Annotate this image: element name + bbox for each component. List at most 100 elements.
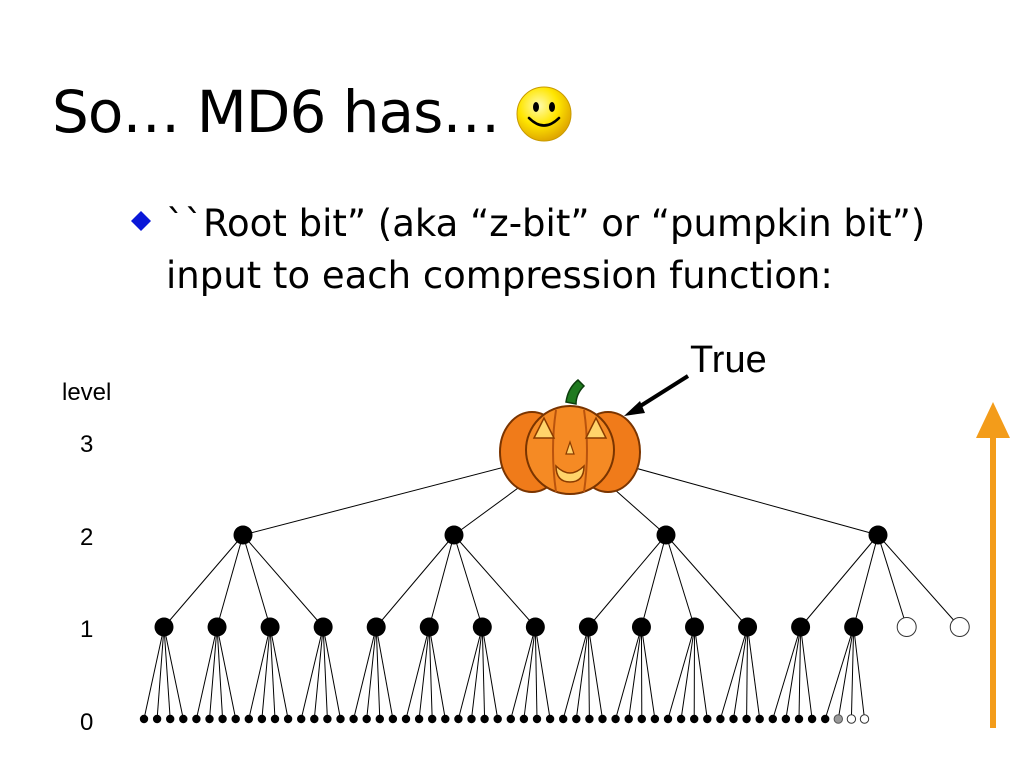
tree-edge xyxy=(300,626,324,720)
tree-edge xyxy=(575,626,589,720)
tree-edge xyxy=(665,534,695,628)
level-label-3: 3 xyxy=(80,431,93,458)
tree-edge xyxy=(163,534,244,628)
tree-edges xyxy=(143,449,961,720)
leaf-node xyxy=(467,714,476,724)
level-label-1: 1 xyxy=(80,616,93,643)
tree-edge xyxy=(453,534,536,628)
leaf-node xyxy=(506,714,515,724)
leaf-node xyxy=(270,714,280,724)
level1-node xyxy=(525,617,545,637)
tree-edge xyxy=(353,626,377,720)
leaf-node xyxy=(323,714,332,724)
tree-edge xyxy=(322,626,341,720)
leaf-node xyxy=(742,714,751,724)
level1-node xyxy=(631,617,651,637)
leaf-node xyxy=(859,714,870,724)
tree-edge xyxy=(209,626,218,720)
leaf-node xyxy=(716,714,725,724)
tree-edge xyxy=(719,626,749,720)
tree-edge xyxy=(322,626,328,720)
leaf-node xyxy=(349,714,358,724)
level-label-0: 0 xyxy=(80,709,93,736)
leaf-node xyxy=(572,714,581,724)
tree-edge xyxy=(216,626,237,720)
tree-edge xyxy=(615,626,642,720)
leaf-node xyxy=(598,714,607,724)
tree-edge xyxy=(510,626,536,720)
leaf-node xyxy=(310,714,319,724)
level1-node xyxy=(419,617,439,637)
bullet-line-1: ``Root bit” (aka “z-bit” or “pumpkin bit… xyxy=(166,202,926,245)
tree-edge xyxy=(156,626,165,720)
leaf-node xyxy=(401,714,411,724)
leaf-node xyxy=(375,714,384,724)
leaf-node xyxy=(676,714,686,724)
leaf-node xyxy=(663,714,673,724)
leaf-node xyxy=(637,714,646,724)
tree-edge xyxy=(733,626,749,720)
leaf-node xyxy=(755,714,764,724)
tree-edge xyxy=(428,534,455,628)
tree-edge xyxy=(216,626,224,720)
smiley-face-icon xyxy=(516,86,572,142)
tree-edge xyxy=(534,626,551,720)
tree-edge xyxy=(261,626,271,720)
level1-node xyxy=(949,617,970,637)
bullet-line-2: input to each compression function: xyxy=(166,254,833,297)
pumpkin-icon xyxy=(499,378,641,495)
tree-edge xyxy=(694,626,708,720)
tree-edge xyxy=(313,626,324,720)
tree-edge xyxy=(785,626,802,720)
tree-edge xyxy=(523,626,536,720)
leaf-node xyxy=(257,714,267,724)
tree-edge xyxy=(366,626,377,720)
tree-edge xyxy=(747,626,761,720)
leaf-node xyxy=(179,714,188,724)
tree-edge xyxy=(405,626,430,720)
tree-edge xyxy=(877,534,961,628)
tree-edge xyxy=(453,534,483,628)
tree-edge xyxy=(248,626,271,720)
leaf-node xyxy=(166,714,175,724)
leaf-node xyxy=(585,714,594,724)
leaf-node xyxy=(152,714,162,724)
tree-edge xyxy=(242,534,324,628)
level2-node xyxy=(444,525,464,545)
tree-edge xyxy=(853,626,865,720)
tree-edge xyxy=(628,626,642,720)
leaf-node xyxy=(846,714,857,724)
leaf-node xyxy=(833,714,843,724)
leaf-node xyxy=(414,714,424,724)
leaf-node xyxy=(807,714,817,724)
tree-edge xyxy=(216,534,244,628)
leaf-node xyxy=(650,714,660,724)
level1-node xyxy=(685,617,704,637)
leaf-node xyxy=(441,714,450,724)
tree-edge xyxy=(428,626,446,720)
tree-edge xyxy=(428,626,433,720)
level2-node xyxy=(868,525,888,545)
leaf-node xyxy=(611,714,620,724)
level1-node xyxy=(313,617,333,637)
leaf-node xyxy=(205,714,214,724)
tree-nodes xyxy=(139,525,970,724)
tree-edge xyxy=(665,534,748,628)
leaf-node xyxy=(729,714,738,724)
tree-edge xyxy=(269,626,289,720)
leaf-node xyxy=(139,714,149,724)
tree-edge xyxy=(163,626,184,720)
tree-edge xyxy=(457,626,483,720)
tree-edge xyxy=(418,626,430,720)
tree-edge xyxy=(195,626,218,720)
tree-edge xyxy=(375,626,394,720)
upward-arrow xyxy=(976,402,1010,728)
level1-node xyxy=(844,617,864,637)
leaf-node xyxy=(283,714,293,724)
leaf-node xyxy=(231,714,240,724)
leaf-node xyxy=(768,714,777,724)
tree-edge xyxy=(667,626,695,720)
leaf-node xyxy=(624,714,633,724)
tree-edge xyxy=(772,626,802,720)
leaf-node xyxy=(493,714,502,724)
